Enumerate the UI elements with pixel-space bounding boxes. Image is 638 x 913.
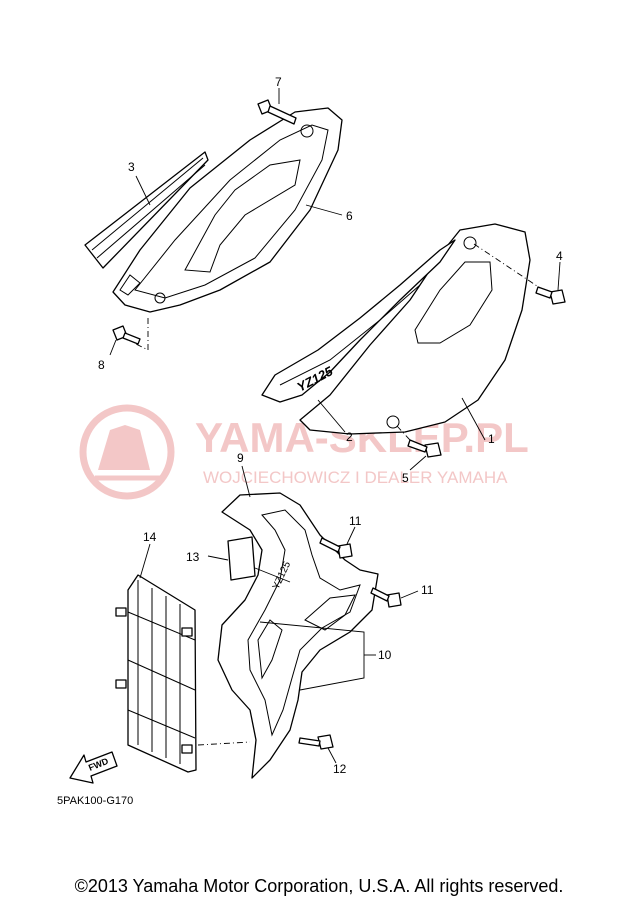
- callout-2: 2: [346, 430, 353, 444]
- part-10-leader: [259, 621, 376, 691]
- diagram-code: 5PAK100-G170: [57, 795, 133, 807]
- callout-13: 13: [186, 550, 200, 564]
- part-11-bolt-lower: [370, 587, 419, 608]
- copyright-notice: ©2013 Yamaha Motor Corporation, U.S.A. A…: [74, 876, 564, 896]
- watermark-subtitle: WOJCIECHOWICZ I DEALER YAMAHA: [203, 468, 508, 487]
- part-9-radiator-shroud: YZ125: [217, 492, 379, 779]
- part-11-bolt-upper: [319, 526, 356, 559]
- part-1-side-cover-right: [299, 223, 531, 435]
- callout-1: 1: [488, 432, 495, 446]
- callouts: 1 2 3 4 5 6 7 8 9 10 11 11 12 13 14: [98, 75, 563, 776]
- part-6-side-cover-left: [112, 107, 343, 313]
- callout-11b: 11: [421, 583, 434, 597]
- part-12-bolt: [298, 734, 337, 764]
- callout-3: 3: [128, 160, 135, 174]
- fwd-arrow-icon: FWD: [69, 751, 118, 784]
- part-13-pad: [207, 536, 291, 583]
- callout-7: 7: [275, 75, 282, 89]
- callout-10: 10: [378, 648, 392, 662]
- part-5-bolt: [396, 425, 442, 471]
- part-14-radiator-louver: [115, 543, 251, 773]
- callout-6: 6: [346, 209, 353, 223]
- watermark-logo-icon: [79, 404, 175, 500]
- callout-12: 12: [333, 762, 347, 776]
- callout-11a: 11: [349, 514, 362, 528]
- part-3-decal: [84, 151, 209, 269]
- part-7-bolt: [257, 88, 297, 125]
- part-4-bolt: [473, 243, 566, 305]
- callout-14: 14: [143, 530, 157, 544]
- part-8-bolt: [109, 318, 149, 356]
- callout-8: 8: [98, 358, 105, 372]
- callout-4: 4: [556, 249, 563, 263]
- callout-5: 5: [402, 471, 409, 485]
- callout-9: 9: [237, 451, 244, 465]
